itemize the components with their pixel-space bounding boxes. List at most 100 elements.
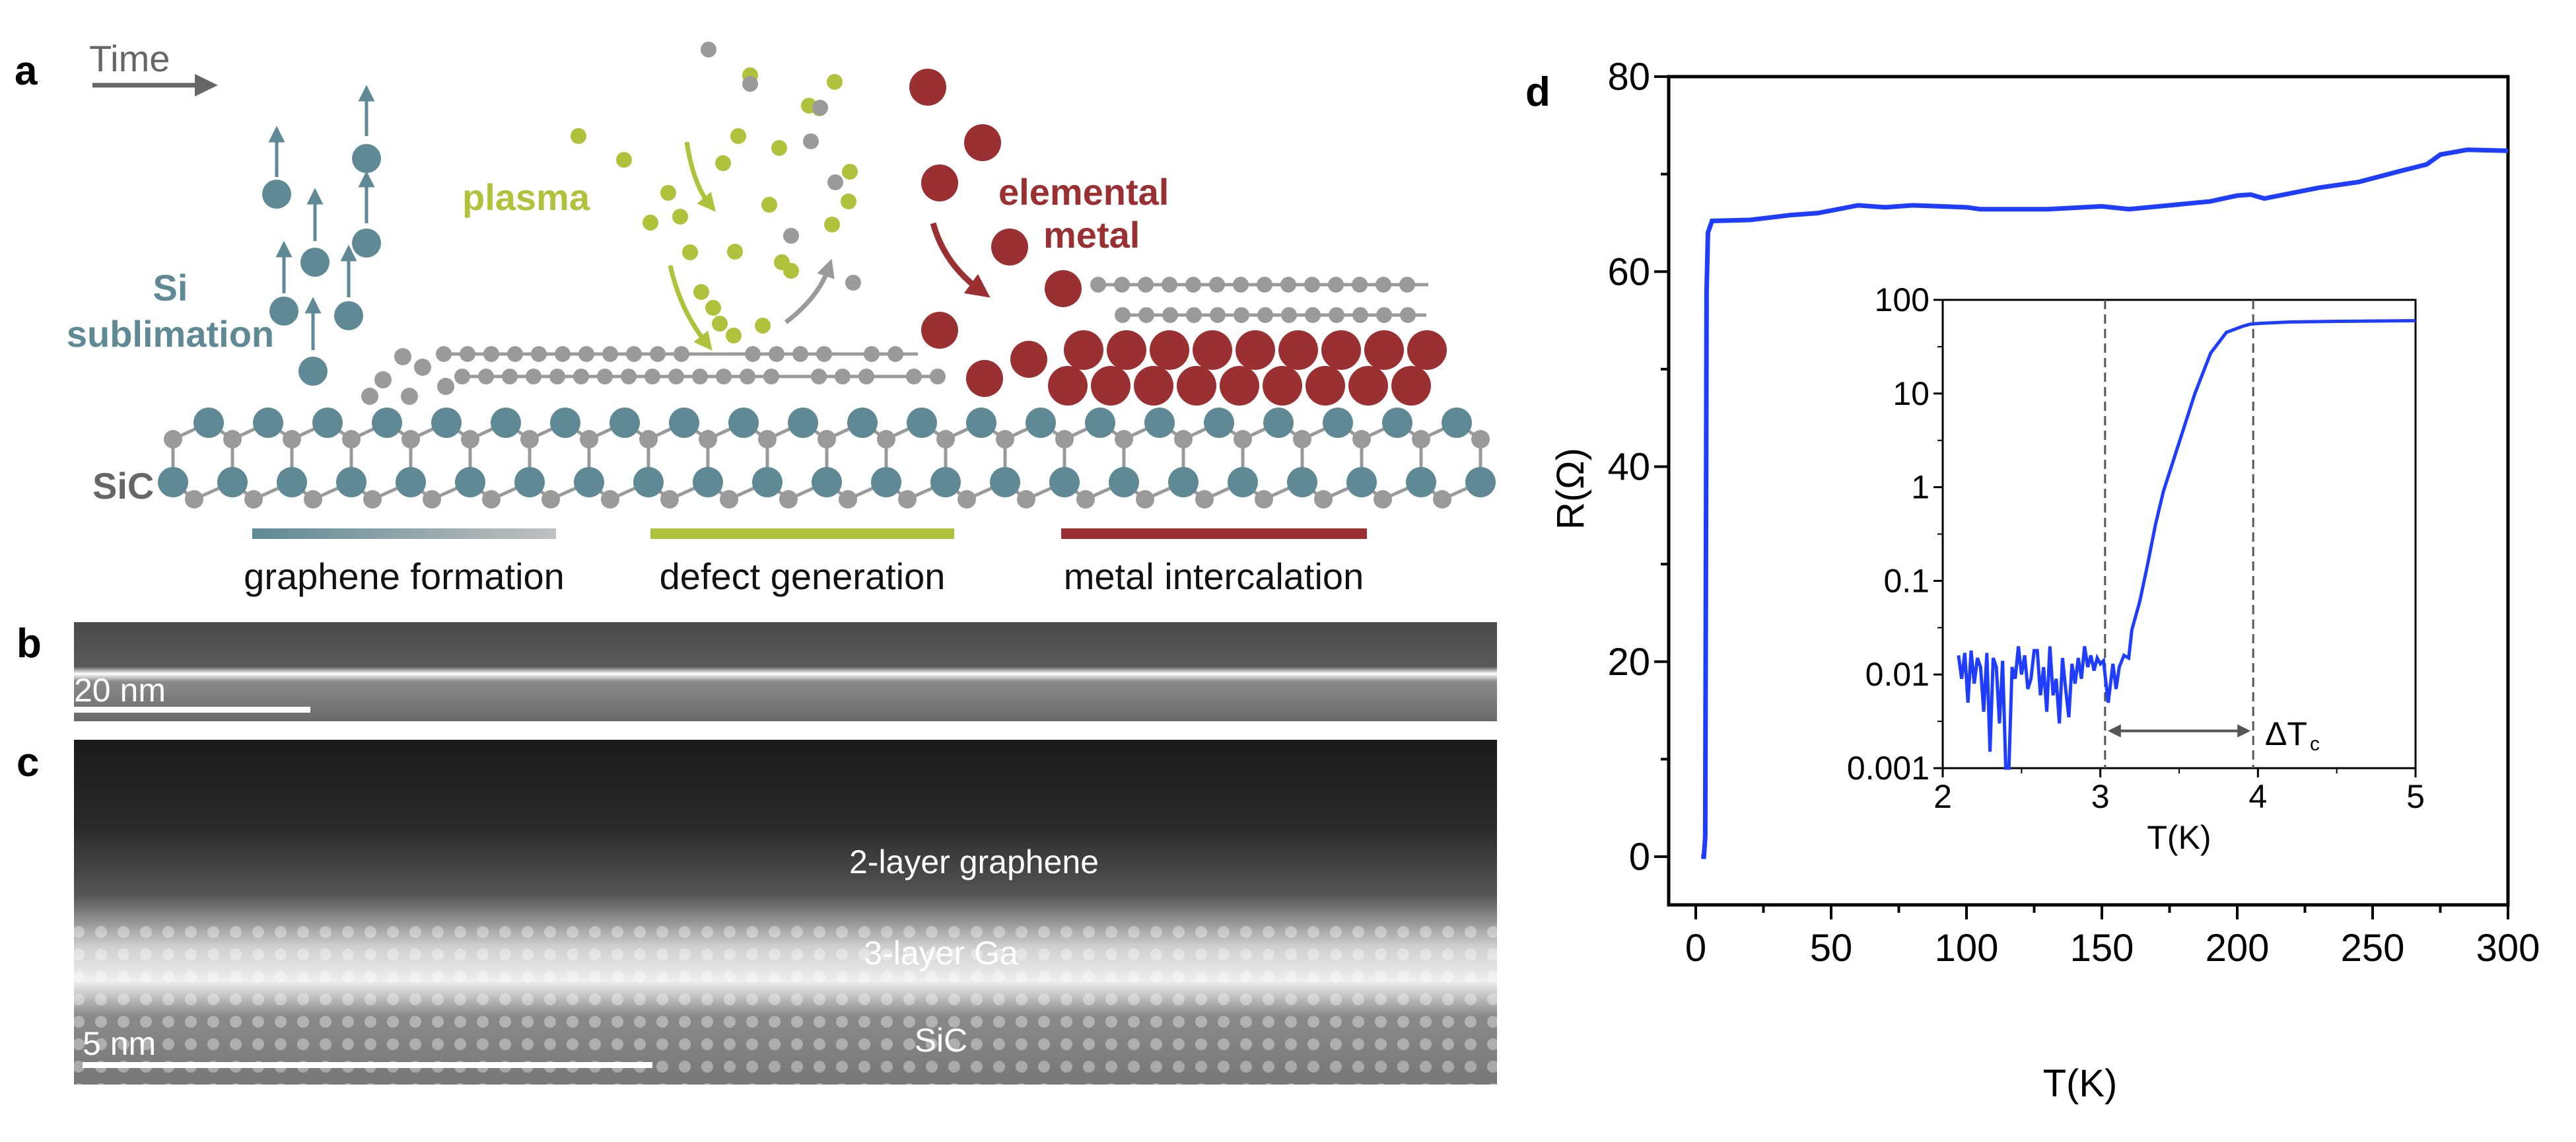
carbon-atom [1209, 277, 1225, 293]
carbon-atom [244, 490, 263, 509]
carbon-atom [792, 346, 808, 362]
carbon-atom [164, 430, 182, 448]
carbon-atom [580, 430, 598, 448]
si-atom [788, 408, 818, 438]
stage-bar-metal [1061, 528, 1367, 539]
carbon-atom [716, 369, 732, 384]
si-atom [1109, 467, 1139, 497]
carbon-atom [483, 346, 499, 362]
scale-bar [83, 1062, 652, 1068]
stage-label: graphene formation [244, 555, 565, 597]
carbon-atom [304, 490, 322, 509]
carbon-atom [1374, 490, 1392, 509]
stage-label: metal intercalation [1064, 555, 1364, 597]
carbon-atom [1162, 307, 1178, 323]
sic-layer-label: SiC [915, 1022, 968, 1059]
si-atom [1406, 467, 1436, 497]
plasma-atom [571, 128, 586, 144]
carbon-atom [597, 369, 613, 384]
carbon-atom [740, 369, 755, 384]
carbon-atom [783, 228, 799, 244]
carbon-atom [1412, 430, 1430, 448]
carbon-atom [555, 346, 571, 362]
metal-atom [966, 360, 1003, 397]
inset-series-line [1957, 318, 2416, 770]
carbon-atom [1257, 307, 1273, 323]
si-atom [269, 297, 298, 326]
si-atom [1346, 467, 1377, 497]
carbon-atom [1055, 430, 1074, 448]
inset-x-tick-label: 3 [2091, 778, 2110, 815]
panel-label-d: d [1525, 69, 1550, 115]
panel-a: a Time Si sublimation SiC plasma element… [15, 38, 1496, 597]
scale-bar-label: 20 nm [74, 672, 166, 709]
carbon-atom [549, 369, 565, 384]
panel-c: c 2-layer graphene 3-layer Ga SiC 5 nm [17, 740, 1497, 1085]
metal-atom [1391, 366, 1431, 406]
si-atom [1204, 408, 1234, 438]
carbon-atom [1115, 430, 1133, 448]
carbon-atom [839, 490, 857, 509]
carbon-atom [1255, 490, 1273, 509]
carbon-atom [342, 430, 361, 448]
si-atom [193, 408, 224, 438]
si-atom [966, 408, 996, 438]
metal-atom [1048, 366, 1088, 406]
plasma-atom [824, 217, 840, 232]
si-atom [633, 467, 664, 497]
y-tick-label: 40 [1607, 446, 1650, 489]
inset-y-tick-label: 0.001 [1847, 750, 1930, 787]
tem-image-b [74, 622, 1497, 721]
si-atom [217, 467, 248, 497]
carbon-atom [1471, 430, 1490, 448]
carbon-atom [858, 369, 874, 384]
carbon-atom [803, 133, 819, 149]
carbon-atom [1293, 430, 1311, 448]
metal-atom [991, 229, 1028, 266]
metal-atom [1364, 330, 1404, 370]
carbon-atom [1376, 307, 1392, 323]
si-atom [1085, 408, 1115, 438]
si-atom [1442, 408, 1472, 438]
carbon-atom [223, 430, 242, 448]
si-atom [298, 357, 328, 386]
ga-layer-label: 3-layer Ga [864, 935, 1018, 972]
metal-atom [1305, 366, 1345, 406]
carbon-atom [701, 42, 716, 57]
carbon-atom [1314, 490, 1333, 509]
carbon-atom [742, 76, 758, 92]
si-atom [1026, 408, 1056, 438]
inset-x-axis-label: T(K) [2147, 819, 2211, 856]
carbon-atom [1399, 277, 1415, 293]
inset-y-tick-label: 0.1 [1883, 562, 1930, 599]
si-atom [431, 408, 462, 438]
plasma-atom [715, 155, 731, 171]
inset-y-tick-label: 1 [1911, 469, 1930, 506]
atomic-columns [74, 925, 1497, 1085]
si-atom [930, 467, 961, 497]
carbon-atom [660, 490, 679, 509]
sublimation-label: sublimation [67, 313, 274, 355]
carbon-atom [363, 490, 382, 509]
plasma-atom [693, 284, 709, 300]
metal-atom [1278, 330, 1318, 370]
plasma-atom [616, 152, 632, 168]
plasma-atom [712, 316, 728, 332]
metal-atom [1348, 366, 1388, 406]
carbon-atom [1375, 277, 1391, 293]
plasma-atom [682, 244, 698, 260]
carbon-atom [1162, 277, 1177, 293]
plasma-atom [672, 209, 688, 225]
plasma-atom [842, 164, 858, 180]
carbon-atom [283, 430, 301, 448]
y-axis-label: R(Ω) [1549, 448, 1592, 530]
si-atom [1323, 408, 1353, 438]
plasma-atom [761, 197, 777, 213]
carbon-atom [1305, 307, 1321, 323]
time-label: Time [89, 38, 170, 79]
metal-atom [1091, 366, 1131, 406]
carbon-atom [1433, 490, 1451, 509]
x-tick-label: 100 [1935, 927, 1999, 970]
